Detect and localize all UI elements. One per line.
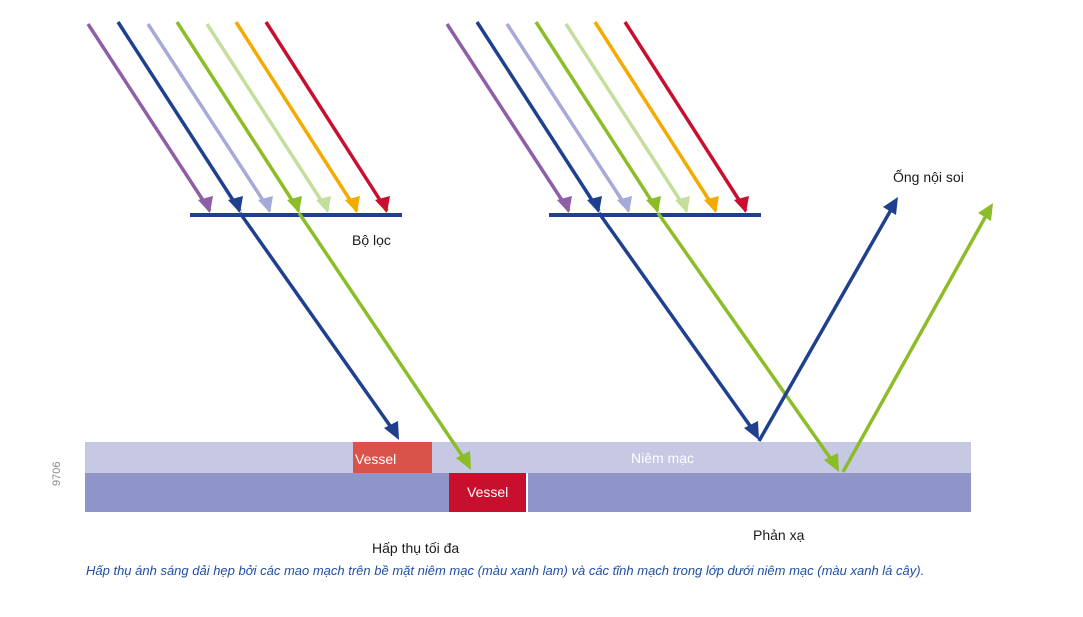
ray-violet-left	[86, 23, 212, 212]
figure-caption: Hấp thụ ánh sáng dải hẹp bởi các mao mạc…	[86, 563, 925, 578]
ray-blue-left	[116, 21, 242, 212]
ray-violet-right	[445, 23, 571, 212]
ray-lavender-right	[505, 23, 631, 212]
ray-orange-right	[593, 21, 718, 212]
ray-green-transmitted-right	[656, 211, 835, 464]
mucosa-label: Niêm mạc	[631, 450, 694, 466]
ray-green-reflected	[841, 213, 989, 473]
ray-lightgreen-left	[205, 23, 330, 212]
deep-vessel-label: Vessel	[467, 484, 508, 500]
surface-vessel-label: Vessel	[355, 451, 396, 467]
ray-green-left	[175, 21, 301, 212]
arrowhead-green-transmitted-left	[456, 451, 471, 470]
ray-red-left	[264, 21, 389, 212]
surface-vessel	[353, 442, 432, 473]
ray-green-transmitted-left	[297, 212, 467, 461]
ray-blue-transmitted-right	[597, 211, 755, 432]
max-absorption-label: Hấp thụ tối đa	[372, 540, 459, 556]
ray-blue-transmitted-left	[238, 211, 395, 432]
ray-green-right	[534, 21, 660, 212]
ray-lavender-left	[146, 23, 272, 212]
arrowhead-blue-transmitted-right	[744, 421, 759, 440]
ray-orange-left	[234, 21, 359, 212]
ray-blue-right	[475, 21, 601, 212]
left-incident-arrowheads	[198, 196, 390, 213]
arrowhead-green-transmitted-right	[824, 453, 839, 472]
arrowhead-blue-transmitted-left	[384, 421, 399, 440]
ray-blue-reflected	[757, 207, 894, 442]
arrowhead-blue-reflected	[883, 197, 898, 215]
figure-number: 9706	[51, 462, 63, 486]
arrowhead-green-reflected	[978, 203, 993, 221]
right-incident-arrowheads	[557, 196, 749, 213]
reflection-label: Phản xạ	[753, 527, 805, 543]
right-incident-rays	[445, 21, 748, 212]
filter-label: Bộ lọc	[352, 232, 391, 248]
left-incident-rays	[86, 21, 389, 212]
endoscope-label: Ống nội soi	[893, 168, 964, 185]
ray-red-right	[623, 21, 748, 212]
ray-lightgreen-right	[564, 23, 689, 212]
deep-vessel	[449, 473, 526, 512]
